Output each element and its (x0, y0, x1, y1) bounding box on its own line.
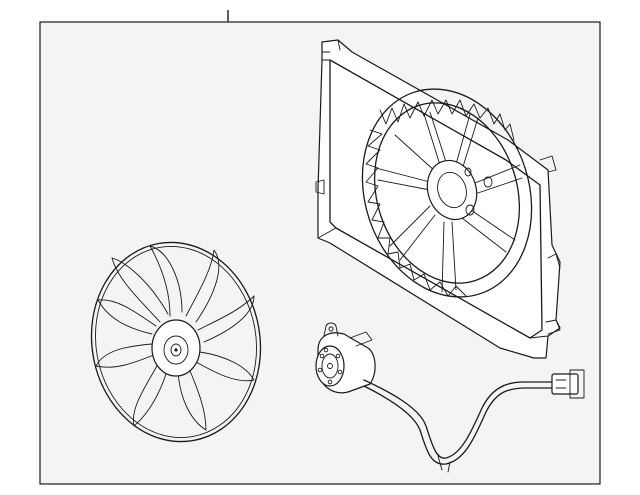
fan-shroud-illustration (315, 39, 561, 359)
fan-motor-illustration (315, 322, 376, 394)
fan-blade-illustration (90, 241, 262, 443)
wiring-harness-illustration (363, 369, 585, 473)
